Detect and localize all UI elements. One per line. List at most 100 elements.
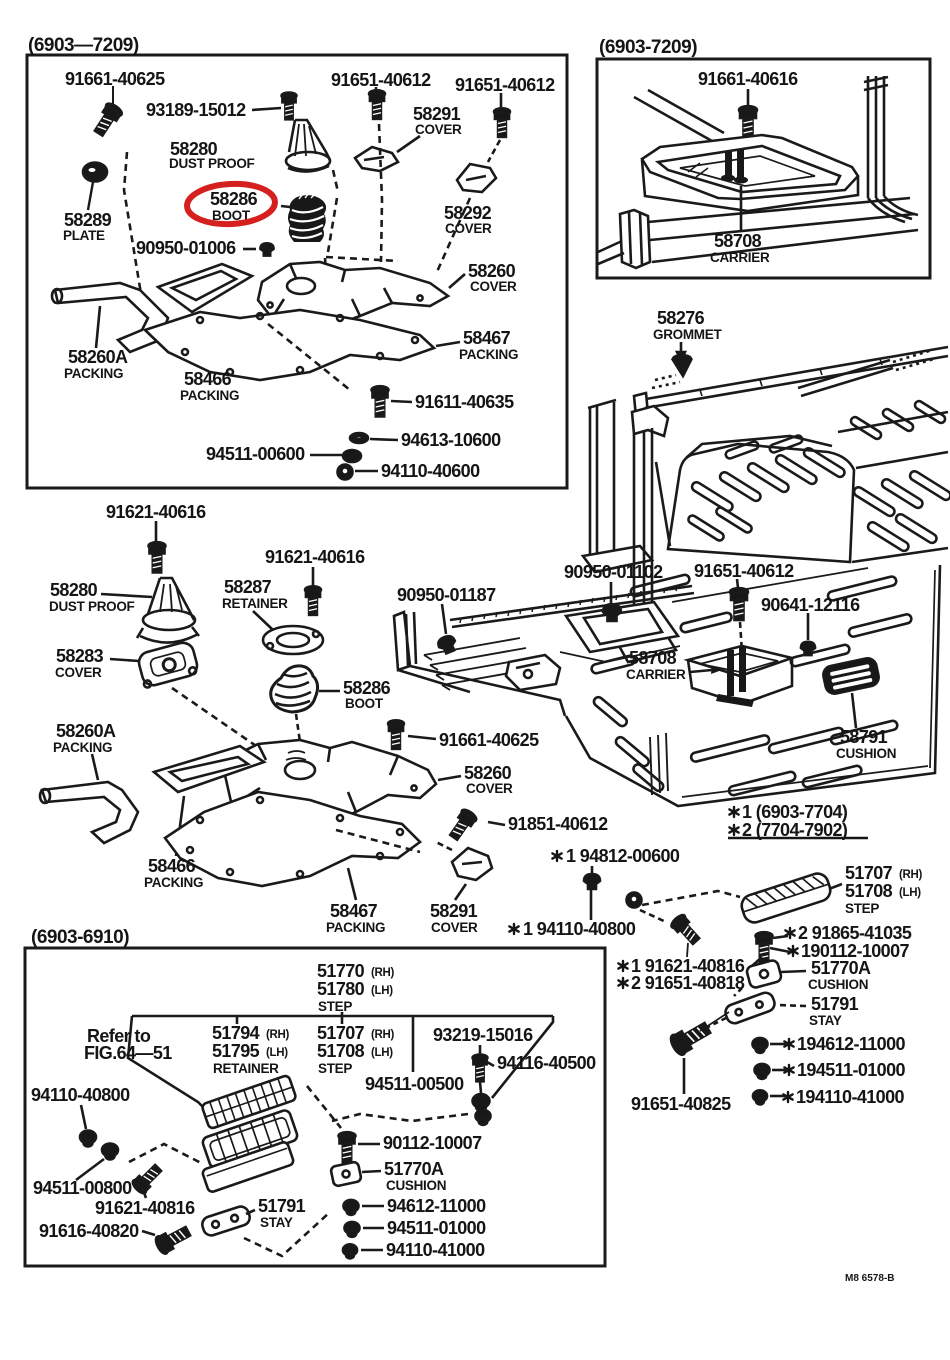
svg-text:94110-41000: 94110-41000 [386, 1240, 485, 1260]
svg-text:58286: 58286 [210, 189, 258, 209]
svg-text:58291: 58291 [430, 901, 478, 921]
svg-text:58280: 58280 [170, 139, 218, 159]
svg-text:51707: 51707 [317, 1023, 365, 1043]
svg-text:90950-01006: 90950-01006 [136, 238, 236, 258]
svg-text:1 94812-00600: 1 94812-00600 [566, 846, 680, 866]
svg-text:CARRIER: CARRIER [626, 667, 686, 682]
svg-text:PLATE: PLATE [63, 228, 105, 243]
svg-text:51794: 51794 [212, 1023, 260, 1043]
svg-text:51707: 51707 [845, 863, 893, 883]
svg-text:CUSHION: CUSHION [808, 977, 868, 992]
svg-text:DUST PROOF: DUST PROOF [49, 599, 135, 614]
svg-text:94110-40600: 94110-40600 [381, 461, 480, 481]
svg-text:90950-01102: 90950-01102 [564, 562, 663, 582]
svg-text:91621-40816: 91621-40816 [95, 1198, 195, 1218]
svg-text:2 91865-41035: 2 91865-41035 [798, 923, 912, 943]
svg-text:STEP: STEP [318, 999, 352, 1014]
svg-text:(LH): (LH) [899, 887, 921, 899]
svg-text:(6903—7209): (6903—7209) [28, 35, 139, 56]
svg-text:(6903-6910): (6903-6910) [31, 927, 129, 948]
svg-text:94511-01000: 94511-01000 [387, 1218, 486, 1238]
svg-text:94613-10600: 94613-10600 [401, 430, 501, 450]
svg-text:58467: 58467 [463, 328, 511, 348]
svg-text:M8 6578-B: M8 6578-B [845, 1273, 894, 1284]
svg-text:STAY: STAY [260, 1215, 293, 1230]
svg-text:91851-40612: 91851-40612 [508, 814, 608, 834]
svg-text:2 91651-40818: 2 91651-40818 [631, 973, 745, 993]
svg-text:51770A: 51770A [811, 958, 871, 978]
svg-text:PACKING: PACKING [64, 366, 123, 381]
svg-text:93219-15016: 93219-15016 [433, 1025, 533, 1045]
svg-text:RETAINER: RETAINER [222, 596, 288, 611]
svg-text:58286: 58286 [343, 678, 391, 698]
svg-text:91651-40612: 91651-40612 [694, 561, 794, 581]
svg-text:94612-11000: 94612-11000 [387, 1196, 486, 1216]
svg-text:58292: 58292 [444, 203, 492, 223]
svg-text:91621-40616: 91621-40616 [106, 502, 206, 522]
svg-text:(6903-7209): (6903-7209) [599, 37, 697, 58]
svg-text:93189-15012: 93189-15012 [146, 100, 246, 120]
svg-text:51795: 51795 [212, 1041, 260, 1061]
svg-text:COVER: COVER [55, 665, 102, 680]
svg-text:58260A: 58260A [68, 347, 128, 367]
svg-text:BOOT: BOOT [345, 696, 384, 711]
svg-text:190112-10007: 190112-10007 [801, 941, 910, 961]
svg-text:58466: 58466 [184, 369, 232, 389]
svg-text:91611-40635: 91611-40635 [415, 392, 514, 412]
svg-text:1 94110-40800: 1 94110-40800 [523, 919, 636, 939]
svg-text:58260: 58260 [464, 763, 512, 783]
svg-text:(RH): (RH) [371, 1029, 395, 1041]
svg-text:91661-40625: 91661-40625 [65, 69, 165, 89]
svg-text:194612-11000: 194612-11000 [797, 1034, 906, 1054]
svg-text:STEP: STEP [845, 901, 879, 916]
svg-text:51708: 51708 [845, 881, 893, 901]
svg-text:PACKING: PACKING [459, 347, 518, 362]
svg-text:51791: 51791 [258, 1196, 306, 1216]
svg-text:RETAINER: RETAINER [213, 1061, 279, 1076]
svg-text:(RH): (RH) [899, 869, 923, 881]
svg-text:58291: 58291 [413, 104, 461, 124]
svg-text:STAY: STAY [809, 1013, 842, 1028]
svg-text:51770A: 51770A [384, 1159, 444, 1179]
svg-text:CUSHION: CUSHION [386, 1178, 446, 1193]
svg-text:58791: 58791 [840, 727, 888, 747]
svg-text:91651-40825: 91651-40825 [631, 1094, 731, 1114]
svg-text:51708: 51708 [317, 1041, 365, 1061]
svg-text:58260A: 58260A [56, 721, 116, 741]
svg-text:58708: 58708 [629, 648, 677, 668]
svg-text:91621-40616: 91621-40616 [265, 547, 365, 567]
svg-text:58283: 58283 [56, 646, 104, 666]
svg-text:CUSHION: CUSHION [836, 746, 896, 761]
svg-text:194511-01000: 194511-01000 [797, 1060, 906, 1080]
svg-text:91616-40820: 91616-40820 [39, 1221, 139, 1241]
svg-text:94511-00500: 94511-00500 [365, 1074, 464, 1094]
svg-text:COVER: COVER [431, 920, 478, 935]
svg-text:COVER: COVER [415, 122, 462, 137]
svg-text:(LH): (LH) [266, 1047, 288, 1059]
svg-text:CARRIER: CARRIER [710, 250, 770, 265]
svg-text:(RH): (RH) [371, 967, 395, 979]
svg-text:PACKING: PACKING [180, 388, 239, 403]
svg-text:90641-12116: 90641-12116 [761, 595, 860, 615]
svg-text:58467: 58467 [330, 901, 378, 921]
svg-text:58287: 58287 [224, 577, 272, 597]
svg-text:1 91621-40816: 1 91621-40816 [631, 956, 745, 976]
svg-text:FIG.64—51: FIG.64—51 [84, 1043, 172, 1063]
svg-text:58280: 58280 [50, 580, 98, 600]
svg-text:COVER: COVER [466, 781, 513, 796]
svg-text:90950-01187: 90950-01187 [397, 585, 496, 605]
svg-text:COVER: COVER [470, 279, 517, 294]
svg-text:58260: 58260 [468, 261, 516, 281]
svg-text:Refer to: Refer to [87, 1026, 151, 1046]
svg-text:COVER: COVER [445, 221, 492, 236]
svg-text:194110-41000: 194110-41000 [796, 1087, 905, 1107]
svg-text:STEP: STEP [318, 1061, 352, 1076]
svg-text:GROMMET: GROMMET [653, 327, 722, 342]
svg-text:PACKING: PACKING [326, 920, 385, 935]
svg-text:DUST PROOF: DUST PROOF [169, 156, 255, 171]
svg-text:BOOT: BOOT [212, 208, 251, 223]
svg-text:1 (6903-7704): 1 (6903-7704) [742, 802, 848, 822]
svg-text:PACKING: PACKING [53, 740, 112, 755]
svg-text:(LH): (LH) [371, 985, 393, 997]
svg-text:91661-40616: 91661-40616 [698, 69, 798, 89]
